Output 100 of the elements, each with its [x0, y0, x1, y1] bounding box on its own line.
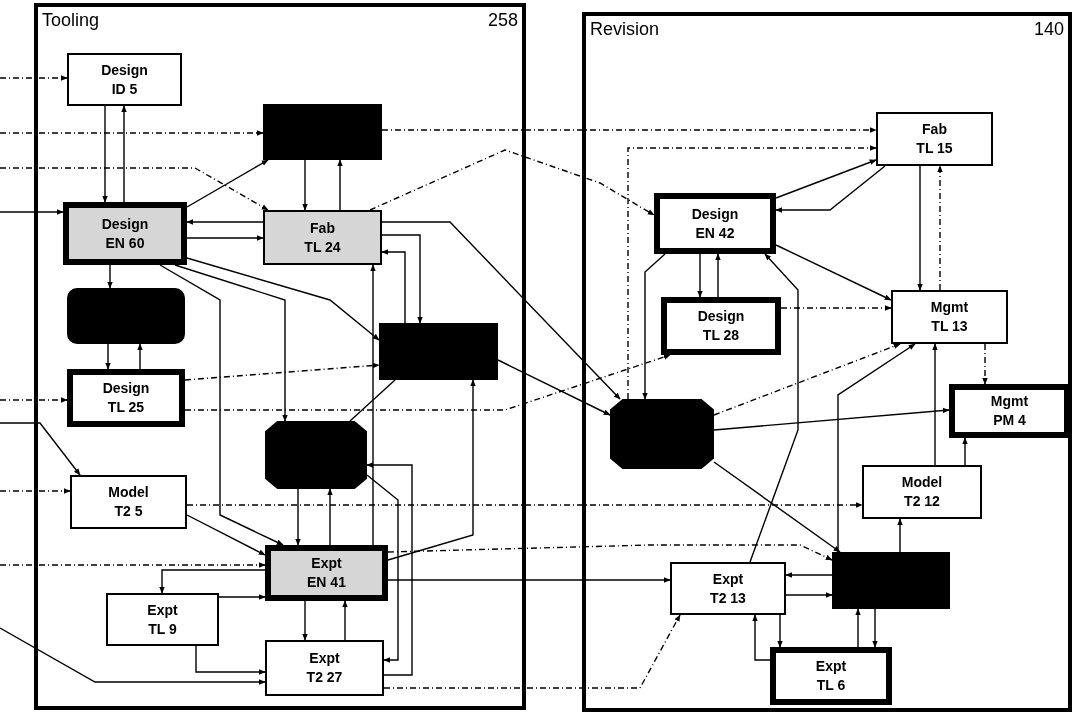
box-heading: Design — [697, 307, 745, 326]
arrow — [387, 379, 476, 561]
box-heading: Design — [102, 379, 150, 398]
box-code: TL 25 — [107, 398, 145, 417]
process-box — [263, 210, 382, 265]
arrow — [381, 234, 423, 324]
process-box — [265, 545, 388, 601]
filled-box — [263, 104, 382, 160]
arrow — [174, 264, 288, 422]
arrow — [195, 645, 266, 675]
arrow — [937, 165, 943, 291]
box-code: T2 27 — [306, 668, 343, 687]
group-panel — [34, 3, 526, 710]
box-heading: Expt — [309, 649, 340, 668]
process-box — [654, 193, 776, 254]
arrow — [0, 167, 269, 211]
arrow — [715, 253, 721, 298]
arrow — [0, 75, 68, 81]
filled-box — [379, 323, 498, 380]
arrow — [218, 594, 266, 600]
process-box — [876, 112, 993, 166]
box-code: T2 12 — [904, 492, 940, 511]
arrow — [749, 253, 799, 563]
process-box — [670, 562, 786, 615]
arrow — [137, 343, 143, 370]
arrow — [0, 488, 71, 494]
rounded-filled-box — [67, 288, 185, 344]
arrow — [837, 343, 916, 553]
arrow — [337, 159, 343, 211]
arrow — [855, 608, 861, 648]
arrow — [387, 577, 671, 583]
box-heading: Mgmt — [930, 298, 969, 317]
arrow — [0, 627, 266, 685]
arrow — [627, 145, 877, 400]
process-box — [70, 475, 187, 529]
process-box — [67, 53, 182, 106]
arrow — [302, 600, 308, 641]
arrow — [105, 343, 111, 370]
box-heading: Design — [101, 60, 148, 80]
box-heading: Fab — [310, 218, 335, 238]
box-heading: Design — [691, 204, 739, 224]
arrow — [366, 462, 413, 676]
arrow — [186, 502, 863, 508]
box-heading: Design — [101, 214, 149, 234]
process-box — [265, 640, 384, 696]
arrow — [102, 105, 108, 203]
box-heading: Expt — [147, 600, 178, 620]
arrow — [872, 608, 878, 648]
box-heading: Model — [108, 483, 149, 502]
box-code: ID 5 — [111, 79, 138, 99]
arrow — [369, 149, 655, 216]
arrow — [752, 614, 771, 661]
arrow — [186, 514, 266, 556]
box-heading: Fab — [922, 120, 947, 139]
arrow — [775, 244, 892, 301]
panel-count: 258 — [487, 9, 518, 31]
arrow — [713, 461, 841, 553]
arrow — [497, 359, 611, 416]
box-code: TL 24 — [304, 237, 341, 257]
arrow — [121, 105, 127, 203]
arrow — [366, 474, 399, 663]
box-code: TL 6 — [816, 676, 846, 695]
arrow — [342, 600, 348, 641]
arrow — [982, 343, 988, 385]
arrow — [387, 544, 833, 561]
arrow — [0, 562, 266, 568]
process-box — [661, 297, 781, 355]
arrow — [0, 209, 64, 215]
arrow — [159, 264, 284, 546]
arrow — [932, 343, 938, 466]
panel-title: Tooling — [42, 9, 100, 31]
box-code: EN 60 — [105, 233, 145, 253]
arrow — [0, 422, 81, 476]
box-code: T2 13 — [710, 588, 746, 608]
arrow — [777, 614, 783, 648]
arrow — [302, 159, 308, 211]
arrow — [327, 488, 333, 546]
box-code: TL 13 — [931, 317, 968, 336]
arrow — [295, 488, 301, 546]
box-code: TL 28 — [702, 326, 740, 345]
arrow — [381, 127, 877, 133]
arrow — [897, 518, 903, 553]
box-code: PM 4 — [993, 411, 1026, 430]
arrow — [159, 569, 266, 594]
arrow — [0, 130, 264, 136]
arrow — [381, 221, 621, 400]
arrow — [0, 397, 68, 403]
box-heading: Expt — [712, 569, 744, 589]
panel-title: Revision — [590, 18, 660, 40]
box-heading: Mgmt — [990, 392, 1029, 411]
arrow — [184, 354, 671, 411]
arrow — [697, 253, 703, 298]
arrow — [186, 219, 264, 225]
arrow — [780, 305, 892, 311]
arrow — [775, 165, 886, 213]
arrow — [785, 572, 833, 578]
arrow — [381, 249, 406, 324]
box-heading: Model — [901, 473, 943, 492]
box-code: T2 5 — [114, 502, 143, 521]
box-heading: Expt — [311, 554, 342, 573]
